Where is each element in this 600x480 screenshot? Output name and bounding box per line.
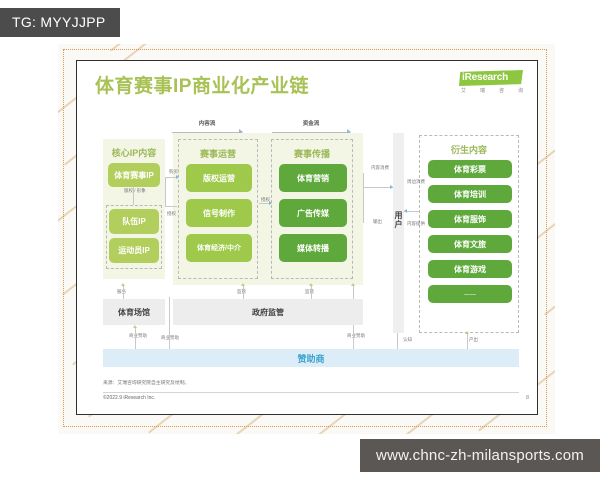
column-derivative-content: 衍生内容 体育彩票 体育培训 体育服饰 体育文旅 体育游戏 …… [419,135,519,333]
node-media-broadcast[interactable]: 媒体转播 [279,234,347,262]
column-event-communication: 赛事传播 体育营销 广告传媒 媒体转播 [271,139,353,279]
logo-badge-shape [459,70,523,86]
column-title-core-ip: 核心IP内容 [111,148,157,158]
column-event-operation: 赛事运营 版权运营 信号制作 体育经济/中介 [178,139,258,279]
node-label: 媒体转播 [297,243,329,253]
node-label: 广告传媒 [297,208,329,218]
column-title-derivative: 衍生内容 [450,145,487,155]
node-sports-apparel[interactable]: 体育服饰 [428,210,512,228]
connector-label-service: 服务 [117,289,126,294]
source-note: 来源：艾瑞咨询研究院自主研究及绘制。 [103,381,190,386]
connector-label-authorize-mid: 授权 [261,197,270,202]
connector-label-copyright: 版权 / 形象 [124,188,146,193]
node-label: 体育彩票 [454,164,486,174]
node-derivative-more[interactable]: …… [428,285,512,303]
logo-sub-char-4: 询 [517,88,523,94]
node-label: 运动员IP [118,246,150,255]
logo-sub-char-1: 艾 [461,88,467,94]
connector-label-cognition: 认知 [403,337,412,342]
node-label: 版权运营 [203,173,235,183]
node-label: 队伍IP [122,217,146,226]
connector-label-supervise-2: 监管 [305,289,314,294]
slide-canvas: 体育赛事IP商业化产业链 iResearch 艾 瑞 咨 询 内容流 资金流 核… [76,60,538,415]
logo-sub-char-2: 瑞 [479,88,485,94]
node-sports-economy-agency[interactable]: 体育经济/中介 [186,234,252,262]
node-label: 体育游戏 [454,264,486,274]
page-number: 8 [525,395,529,401]
connector-label-produce: 产出 [469,337,478,342]
slide-header: 体育赛事IP商业化产业链 iResearch 艾 瑞 咨 询 [77,61,537,107]
node-advertising-media[interactable]: 广告传媒 [279,199,347,227]
node-label: 体育服饰 [454,214,486,224]
logo-subtitle: 艾 瑞 咨 询 [461,87,523,94]
logo-sub-char-3: 咨 [498,88,504,94]
iresearch-logo: iResearch 艾 瑞 咨 询 [453,70,525,98]
node-label: 体育营销 [297,173,329,183]
column-title-communication: 赛事传播 [293,149,330,159]
node-sports-venue[interactable]: 体育场馆 [103,299,165,325]
dotted-border [63,49,547,427]
node-sports-training[interactable]: 体育培训 [428,185,512,203]
node-copyright-operation[interactable]: 版权运营 [186,164,252,192]
site-watermark-badge: www.chnc-zh-milansports.com [360,439,600,472]
connector-label-authorize-left: 授权 [167,211,176,216]
node-signal-production[interactable]: 信号制作 [186,199,252,227]
user-column-label: 用户 [394,211,403,229]
node-team-ip[interactable]: 队伍IP [109,209,159,234]
node-core-event-ip[interactable]: 体育赛事IP [108,163,160,187]
connector-label-around-consume: 周边消费 [407,179,425,184]
node-government-supervision[interactable]: 政府监管 [173,299,363,325]
flow-label-content: 内容流 [198,121,216,127]
flow-arrow-money: 资金流 [272,121,351,135]
node-label: …… [464,291,476,297]
column-core-ip: 核心IP内容 体育赛事IP 队伍IP 运动员IP 版权 / 形象 [103,139,165,279]
node-sports-tourism[interactable]: 体育文旅 [428,235,512,253]
connector-label-sponsor-1: 商业赞助 [129,333,147,338]
node-sports-games[interactable]: 体育游戏 [428,260,512,278]
node-label: 体育场馆 [118,307,150,317]
node-sponsor-bar[interactable]: 赞助商 [103,349,519,367]
node-athlete-ip[interactable]: 运动员IP [109,238,159,263]
footer-divider [103,392,519,393]
node-label: 体育文旅 [454,239,486,249]
node-label: 政府监管 [252,307,284,317]
copyright-note: ©2022.9 iResearch Inc. [103,395,156,401]
connector-label-output: 输出 [373,219,382,224]
connector-label-purchase: 购买 [169,169,178,174]
logo-text: iResearch [462,72,509,83]
node-label: 体育培训 [454,189,486,199]
node-label: 赞助商 [297,353,325,364]
connector-label-sponsor-3: 商业赞助 [347,333,365,338]
node-sports-lottery[interactable]: 体育彩票 [428,160,512,178]
node-label: 体育赛事IP [114,170,154,180]
flow-arrow-content: 内容流 [172,121,243,135]
user-column-bar [393,133,404,333]
connector-label-content-consume: 内容消费 [371,165,389,170]
connector-label-sponsor-2: 商业赞助 [161,335,179,340]
flow-label-money: 资金流 [302,121,320,127]
tg-watermark-badge: TG: MYYJJPP [0,8,120,37]
connector-label-supervise-1: 监管 [237,289,246,294]
page-title: 体育赛事IP商业化产业链 [95,76,309,97]
core-ip-subgroup [106,205,162,269]
connector-label-content-provide: 内容提供 [407,221,425,226]
node-sports-marketing[interactable]: 体育营销 [279,164,347,192]
node-label: 体育经济/中介 [197,245,241,252]
column-title-operation: 赛事运营 [199,149,236,159]
node-label: 信号制作 [203,208,235,218]
